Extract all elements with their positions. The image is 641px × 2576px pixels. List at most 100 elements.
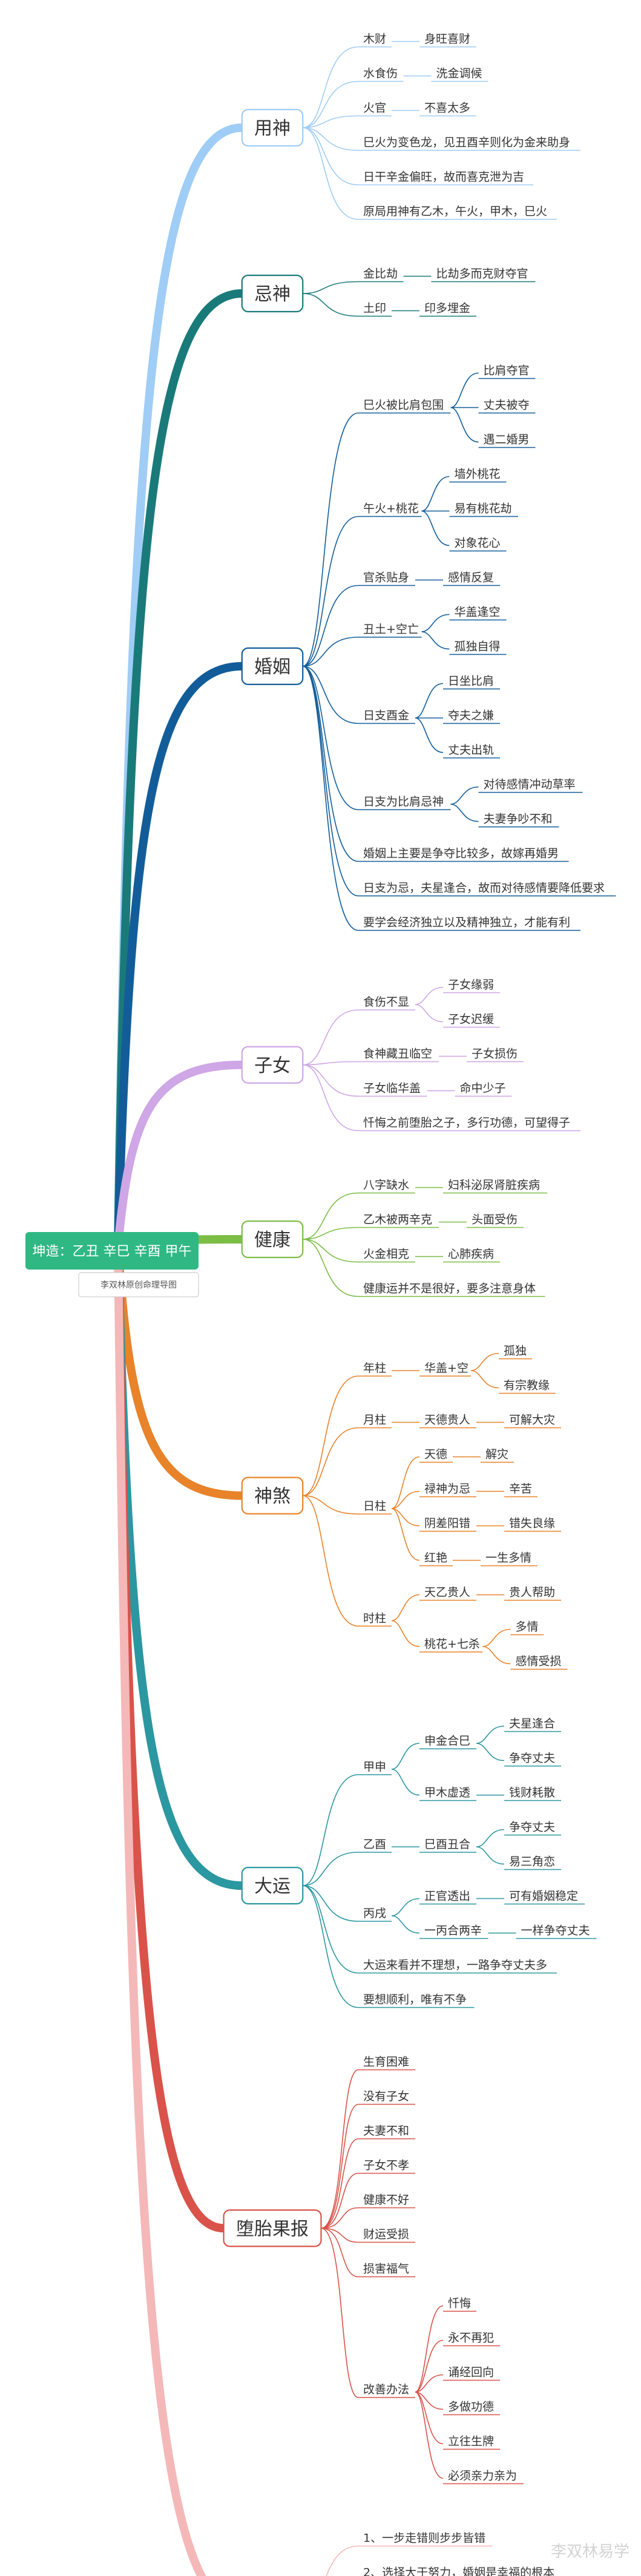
mind-map-node[interactable]: 诵经回向 (448, 2366, 494, 2379)
mind-map-node[interactable]: 食伤不显 (363, 995, 409, 1009)
mind-map-node[interactable]: 洗金调候 (436, 67, 482, 80)
mind-map-node[interactable]: 有宗教缘 (504, 1379, 550, 1392)
mind-map-node[interactable]: 忏悔之前堕胎之子，多行功德，可望得子 (363, 1116, 570, 1130)
mind-map-node[interactable]: 夺夫之嫌 (448, 709, 494, 723)
mind-map-node[interactable]: 钱财耗散 (509, 1786, 555, 1800)
mind-map-node[interactable]: 华盖逢空 (455, 606, 501, 619)
mind-map-node[interactable]: 永不再犯 (448, 2332, 494, 2345)
mind-map-node[interactable]: 夫星逢合 (509, 1717, 555, 1731)
mind-map-node[interactable]: 改善办法 (363, 2383, 409, 2396)
mind-map-node[interactable]: 对象花心 (455, 537, 501, 550)
mind-map-node[interactable]: 官杀贴身 (363, 571, 409, 585)
mind-map-node[interactable]: 子女临华盖 (363, 1082, 421, 1095)
branch-node-zinv[interactable] (241, 1046, 304, 1084)
mind-map-node[interactable]: 子女缘弱 (448, 978, 494, 992)
mind-map-node[interactable]: 健康不好 (363, 2194, 409, 2207)
mind-map-node[interactable]: 婚姻上主要是争夺比较多，故嫁再婚男 (363, 847, 559, 860)
branch-node-jiankang[interactable] (241, 1220, 304, 1259)
mind-map-node[interactable]: 忏悔 (448, 2297, 471, 2310)
mind-map-node[interactable]: 印多埋金 (424, 302, 470, 315)
mind-map-node[interactable]: 丈夫出轨 (448, 744, 494, 757)
mind-map-node[interactable]: 丙戌 (363, 1907, 386, 1920)
mind-map-node[interactable]: 乙酉 (363, 1838, 386, 1851)
mind-map-node[interactable]: 金比劫 (363, 267, 398, 281)
mind-map-node[interactable]: 一生多情 (485, 1552, 531, 1565)
mind-map-node[interactable]: 错失良缘 (509, 1517, 555, 1530)
mind-map-node[interactable]: 火金相克 (363, 1248, 409, 1261)
mind-map-node[interactable]: 桃花+七杀 (424, 1637, 480, 1651)
mind-map-node[interactable]: 乙木被两辛克 (363, 1213, 432, 1227)
mind-map-node[interactable]: 必须亲力亲为 (448, 2469, 517, 2483)
mind-map-node[interactable]: 解灾 (485, 1448, 508, 1461)
mind-map-node[interactable]: 易有桃花劫 (455, 502, 512, 516)
mind-map-node[interactable]: 丑土+空亡 (363, 623, 419, 636)
branch-node-duotai[interactable] (223, 2209, 322, 2247)
mind-map-node[interactable]: 2、选择大于努力，婚姻是幸福的根本 (363, 2566, 554, 2576)
mind-map-node[interactable]: 月柱 (363, 1414, 386, 1427)
mind-map-node[interactable]: 没有子女 (363, 2090, 409, 2103)
mind-map-node[interactable]: 可有婚姻稳定 (509, 1890, 578, 1903)
mind-map-node[interactable]: 争夺丈夫 (509, 1752, 555, 1765)
mind-map-node[interactable]: 财运受损 (363, 2228, 409, 2241)
mind-map-node[interactable]: 感情受损 (516, 1655, 562, 1668)
mind-map-node[interactable]: 日柱 (363, 1499, 386, 1513)
mind-map-node[interactable]: 日支为比肩忌神 (363, 795, 444, 808)
mind-map-node[interactable]: 年柱 (363, 1362, 386, 1375)
mind-map-node[interactable]: 妇科泌尿肾脏疾病 (448, 1179, 540, 1192)
mind-map-node[interactable]: 要想顺利，唯有不争 (363, 1993, 467, 2007)
mind-map-node[interactable]: 阴差阳错 (424, 1517, 470, 1530)
mind-map-node[interactable]: 心肺疾病 (448, 1248, 494, 1261)
mind-map-node[interactable]: 墙外桃花 (455, 468, 501, 481)
mind-map-node[interactable]: 生育困难 (363, 2056, 409, 2069)
mind-map-node[interactable]: 一丙合两辛 (424, 1924, 482, 1938)
mind-map-node[interactable]: 夫妻争吵不和 (484, 813, 553, 826)
mind-map-node[interactable]: 健康运并不是很好，要多注意身体 (363, 1282, 536, 1296)
mind-map-node[interactable]: 午火+桃花 (363, 502, 419, 516)
branch-node-shensha[interactable] (241, 1476, 304, 1515)
mind-map-node[interactable]: 易三角恋 (509, 1855, 555, 1869)
mind-map-node[interactable]: 天德贵人 (424, 1414, 470, 1427)
mind-map-node[interactable]: 天乙贵人 (424, 1586, 470, 1599)
mind-map-node[interactable]: 子女迟缓 (448, 1013, 494, 1026)
mind-map-node[interactable]: 贵人帮助 (509, 1586, 555, 1599)
mind-map-node[interactable]: 比劫多而克财夺官 (436, 267, 528, 281)
mind-map-node[interactable]: 甲木虚透 (424, 1786, 470, 1800)
mind-map-node[interactable]: 不喜太多 (424, 102, 470, 115)
mind-map-node[interactable]: 日干辛金偏旺，故而喜克泄为吉 (363, 171, 524, 184)
mind-map-node[interactable]: 华盖+空 (424, 1362, 468, 1375)
mind-map-node[interactable]: 天德 (424, 1448, 447, 1461)
mind-map-node[interactable]: 日支酉金 (363, 709, 409, 723)
mind-map-node[interactable]: 大运来看并不理想，一路争夺丈夫多 (363, 1959, 547, 1972)
mind-map-node[interactable]: 时柱 (363, 1611, 386, 1625)
mind-map-node[interactable]: 申金合巳 (424, 1734, 470, 1748)
mind-map-node[interactable]: 巳火为变色龙，见丑酉辛则化为金来助身 (363, 136, 570, 149)
mind-map-node[interactable]: 八字缺水 (363, 1179, 409, 1192)
mind-map-node[interactable]: 巳酉丑合 (424, 1838, 470, 1851)
mind-map-node[interactable]: 木财 (363, 33, 386, 46)
mind-map-node[interactable]: 遇二婚男 (484, 433, 530, 447)
mind-map-node[interactable]: 一样争夺丈夫 (521, 1924, 590, 1938)
branch-node-hunyin[interactable] (241, 647, 304, 686)
mind-map-node[interactable]: 立往生牌 (448, 2435, 494, 2448)
mind-map-node[interactable]: 丈夫被夺 (484, 399, 530, 412)
branch-node-dayun[interactable] (241, 1867, 304, 1905)
branch-node-jishen[interactable] (241, 274, 304, 313)
mind-map-node[interactable]: 辛苦 (509, 1483, 532, 1496)
mind-map-node[interactable]: 1、一步走错则步步皆错 (363, 2532, 485, 2545)
mind-map-node[interactable]: 命中少子 (460, 1082, 506, 1095)
mind-map-node[interactable]: 甲申 (363, 1760, 386, 1774)
mind-map-node[interactable]: 争夺丈夫 (509, 1821, 555, 1834)
mind-map-node[interactable]: 身旺喜财 (424, 33, 470, 46)
mind-map-node[interactable]: 食神藏丑临空 (363, 1047, 432, 1061)
mind-map-node[interactable]: 巳火被比肩包围 (363, 399, 444, 412)
root-node[interactable] (25, 1232, 199, 1270)
mind-map-node[interactable]: 多情 (516, 1621, 539, 1634)
mind-map-node[interactable]: 正官透出 (424, 1890, 470, 1903)
mind-map-node[interactable]: 日坐比肩 (448, 675, 494, 688)
mind-map-node[interactable]: 可解大灾 (509, 1414, 555, 1427)
mind-map-node[interactable]: 孤独自得 (455, 640, 501, 654)
mind-map-node[interactable]: 火官 (363, 102, 386, 115)
mind-map-node[interactable]: 要学会经济独立以及精神独立，才能有利 (363, 916, 570, 929)
mind-map-node[interactable]: 子女不孝 (363, 2159, 409, 2172)
mind-map-node[interactable]: 感情反复 (448, 571, 494, 585)
